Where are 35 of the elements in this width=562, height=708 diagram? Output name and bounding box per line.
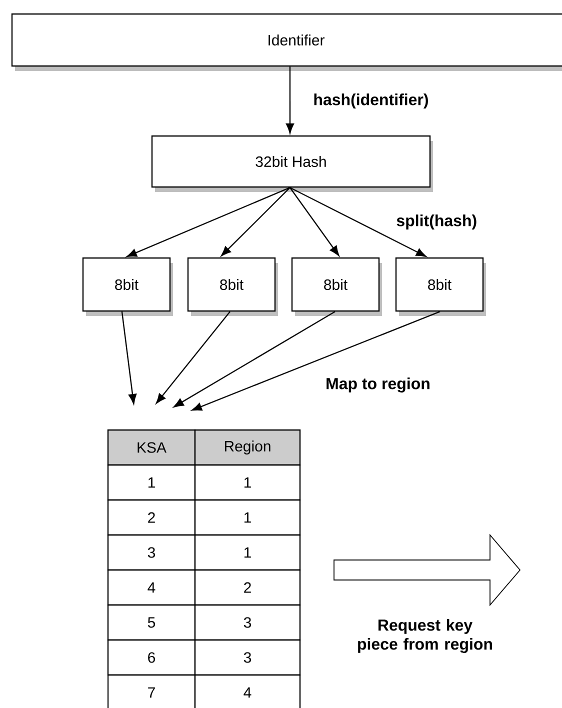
table-cell: 7: [107, 674, 196, 708]
table-cell: 2: [107, 499, 196, 536]
table-cell: 3: [194, 604, 301, 641]
table-cell: 1: [194, 499, 301, 536]
arrow: [290, 187, 340, 256]
edge-label: split(hash): [395, 214, 478, 230]
table-cell: 1: [107, 464, 196, 501]
process-box: 8bit: [291, 257, 382, 316]
arrow: [174, 311, 336, 408]
arrow: [121, 312, 137, 404]
table-cell: 3: [107, 534, 196, 571]
edge-label: hash(identifier): [312, 92, 430, 110]
table-cell: KSA: [107, 429, 196, 466]
arrow: [221, 187, 290, 256]
table-cell: 1: [194, 534, 301, 571]
table-cell: Region: [194, 429, 301, 466]
process-box: Identifier: [11, 13, 562, 71]
table-cell: 3: [194, 639, 301, 676]
arrow: [286, 66, 294, 134]
arrow: [192, 311, 440, 411]
table-cell: 6: [107, 639, 196, 676]
table-cell: 2: [194, 569, 301, 606]
table-cell: 4: [107, 569, 196, 606]
process-box: 8bit: [395, 257, 486, 316]
process-box: 32bit Hash: [151, 135, 433, 192]
process-box: 8bit: [82, 257, 173, 316]
process-box: 8bit: [187, 257, 278, 316]
note-text: Request key piece from region: [358, 619, 492, 653]
note-text: Map to region: [326, 378, 430, 392]
table-cell: 5: [107, 604, 196, 641]
arrow: [290, 187, 426, 257]
arrow: [156, 311, 230, 404]
arrow: [126, 187, 290, 258]
table-cell: 4: [194, 674, 301, 708]
table-cell: 1: [194, 464, 301, 501]
